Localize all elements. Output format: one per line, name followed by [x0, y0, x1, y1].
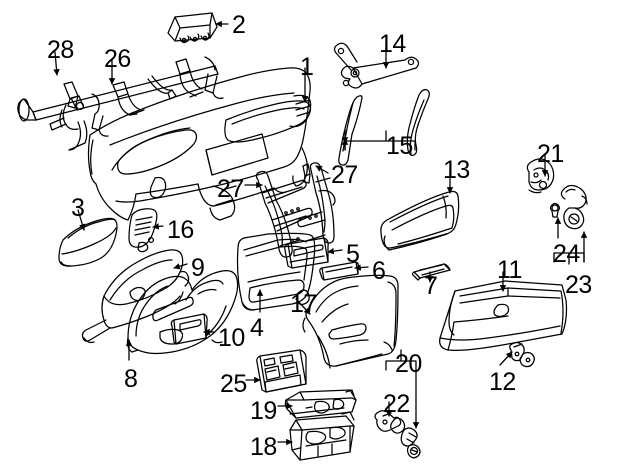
callout-label-27[interactable]: 27 — [217, 175, 244, 203]
part-center-cluster-bezel — [236, 232, 316, 311]
part-cup-holder-tray-insert — [289, 411, 355, 461]
callout-label-23[interactable]: 23 — [565, 271, 592, 299]
callout-label-13[interactable]: 13 — [443, 156, 470, 184]
callout-label-15[interactable]: 15 — [386, 132, 413, 160]
part-small-cover-plate — [411, 263, 451, 281]
callout-label-24[interactable]: 24 — [553, 240, 580, 268]
part-side-support-stays-pair — [338, 88, 430, 166]
callout-label-3[interactable]: 3 — [71, 194, 85, 222]
part-trim-filler-strip — [319, 261, 359, 281]
part-lock-cylinder-set — [560, 184, 588, 230]
part-lock-retaining-clip — [549, 202, 561, 218]
leader-28 — [53, 51, 60, 76]
part-defroster-grille-cover — [167, 12, 218, 44]
callout-label-18[interactable]: 18 — [250, 433, 277, 461]
part-side-air-vent-register — [128, 208, 158, 253]
part-console-storage-tray — [284, 389, 357, 419]
callout-label-2[interactable]: 2 — [232, 11, 246, 39]
part-access-cover-lid — [170, 313, 208, 345]
part-glove-box-striker-latch — [509, 341, 535, 368]
callout-label-19[interactable]: 19 — [250, 397, 277, 425]
callout-label-8[interactable]: 8 — [124, 365, 138, 393]
callout-label-11[interactable]: 11 — [497, 256, 522, 284]
part-cigarette-lighter-assembly — [374, 410, 421, 459]
leader-9 — [173, 263, 188, 270]
callout-label-14[interactable]: 14 — [379, 30, 406, 58]
callout-label-27b[interactable]: 27 — [331, 161, 358, 189]
callout-label-4[interactable]: 4 — [250, 314, 264, 342]
part-glove-box-bin — [439, 280, 568, 351]
part-center-console-trim-panel — [302, 274, 399, 369]
part-glove-box-latch-handle — [526, 158, 555, 194]
callout-label-5[interactable]: 5 — [346, 240, 360, 268]
callout-label-6[interactable]: 6 — [372, 257, 386, 285]
callout-label-21[interactable]: 21 — [537, 140, 564, 168]
part-cluster-hood-bezel — [58, 217, 118, 267]
leader-5 — [327, 247, 343, 255]
leader-27-right — [315, 165, 329, 174]
leader-16 — [152, 223, 164, 230]
callout-label-22[interactable]: 22 — [383, 390, 410, 418]
part-switch-panel-bezel — [256, 349, 307, 393]
leader-17 — [295, 298, 311, 315]
leader-3 — [77, 209, 86, 231]
part-steering-column-lower-cover — [81, 249, 190, 344]
part-instrument-panel-main-dash — [87, 67, 312, 221]
leader-6 — [354, 264, 369, 271]
callout-label-20[interactable]: 20 — [395, 350, 422, 378]
part-upper-reinforcement-brace — [333, 42, 420, 89]
part-reinforcement-bracket-right — [297, 162, 336, 244]
callout-label-17[interactable]: 17 — [290, 290, 317, 318]
callout-label-25[interactable]: 25 — [220, 370, 247, 398]
callout-label-26[interactable]: 26 — [104, 45, 131, 73]
leader-12 — [499, 351, 513, 366]
callout-label-16[interactable]: 16 — [167, 216, 194, 244]
callout-label-12[interactable]: 12 — [489, 368, 516, 396]
callout-label-1[interactable]: 1 — [300, 53, 314, 81]
callout-label-7[interactable]: 7 — [424, 272, 438, 300]
part-upper-storage-lid — [284, 237, 329, 269]
callout-label-9[interactable]: 9 — [191, 254, 205, 282]
callout-label-28[interactable]: 28 — [47, 36, 74, 64]
part-glove-box-door-trim — [380, 190, 460, 251]
callout-label-10[interactable]: 10 — [218, 324, 245, 352]
